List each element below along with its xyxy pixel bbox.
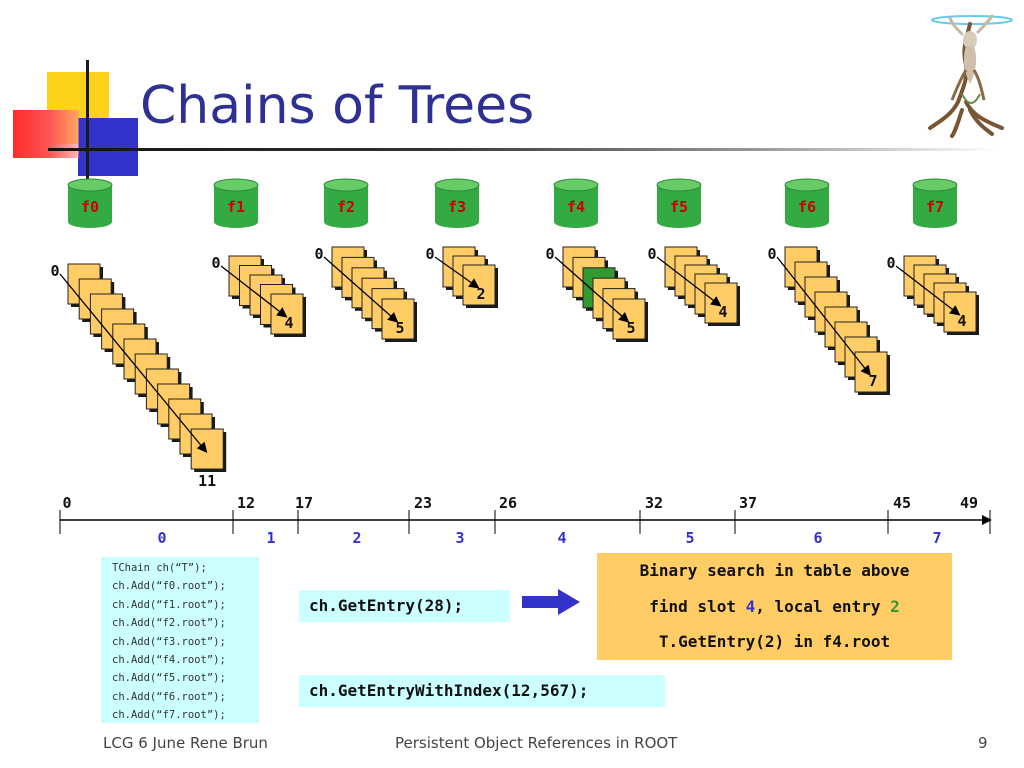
chain-arrow: [554, 256, 630, 323]
footer-author: LCG 6 June Rene Brun: [103, 734, 268, 752]
file-label: f3: [448, 198, 466, 216]
slot-label: 5: [685, 529, 694, 547]
boundary-label: 17: [295, 494, 313, 512]
last-entry-label: 4: [957, 312, 966, 330]
last-entry-label: 7: [868, 372, 877, 390]
file-f0: f0 0 11: [50, 178, 227, 490]
chain-arrow: [434, 256, 480, 289]
slot-label: 4: [557, 529, 566, 547]
file-cylinder-icon: f2: [323, 178, 369, 228]
code-line: ch.Add(“f2.root”);: [112, 617, 226, 630]
file-cylinder-icon: f6: [784, 178, 830, 228]
code-line: ch.Add(“f5.root”);: [112, 672, 226, 685]
boundary-label: 0: [62, 494, 71, 512]
file-label: f5: [670, 198, 688, 216]
code-line: ch.Add(“f6.root”);: [112, 690, 226, 703]
page-number: 9: [978, 734, 988, 752]
file-label: f2: [337, 198, 355, 216]
first-entry-label: 0: [767, 245, 776, 263]
boundary-label: 49: [960, 494, 978, 512]
boundary-label: 37: [739, 494, 757, 512]
result-slot: 4: [745, 596, 756, 616]
files-layer: f0 0 11 f1 0 4 f2 0 5 f3 0 2 f4 0 5 f5 0 4 f6 0 7 f7 0 4: [50, 178, 979, 490]
first-entry-label: 0: [211, 254, 220, 272]
result-line-1: Binary search in table above: [639, 561, 910, 580]
boundary-label: 32: [645, 494, 663, 512]
axis-arrow-icon: [982, 515, 992, 525]
title-underline: [48, 148, 998, 151]
title-decoration-vertical-line: [86, 60, 89, 180]
get-entry-call: ch.GetEntry(28);: [299, 590, 510, 622]
file-f7: f7 0 4: [886, 178, 979, 335]
file-f5: f5 0 4: [647, 178, 740, 326]
chain-arrow: [220, 265, 288, 318]
code-line: ch.Add(“f1.root”);: [112, 598, 226, 611]
tchain-code-box: TChain ch(“T”); ch.Add(“f0.root”); ch.Ad…: [101, 557, 259, 723]
code-line: TChain ch(“T”);: [112, 562, 207, 574]
file-cylinder-icon: f5: [656, 178, 702, 228]
first-entry-label: 0: [50, 262, 59, 280]
chain-arrow: [776, 256, 872, 377]
result-text: , local entry: [755, 596, 891, 616]
code-line: ch.Add(“f4.root”);: [112, 653, 226, 666]
get-entry-with-index-call: ch.GetEntryWithIndex(12,567);: [299, 675, 665, 707]
page: [190, 428, 224, 470]
last-entry-label: 11: [198, 472, 216, 490]
file-label: f6: [798, 198, 816, 216]
result-line-2: find slot 4, local entry 2: [597, 589, 952, 625]
file-f2: f2 0 5: [314, 178, 417, 342]
boundary-label: 23: [414, 494, 432, 512]
first-entry-label: 0: [647, 245, 656, 263]
binary-search-result-box: Binary search in table above find slot 4…: [597, 553, 952, 660]
slide-title: Chains of Trees: [140, 76, 535, 136]
file-cylinder-icon: f4: [553, 178, 599, 228]
slot-label: 1: [266, 529, 275, 547]
last-entry-label: 4: [718, 303, 727, 321]
file-f4: f4 0 5: [545, 178, 648, 342]
last-entry-label: 5: [626, 319, 635, 337]
file-cylinder-icon: f7: [912, 178, 958, 228]
file-label: f7: [926, 198, 944, 216]
result-local-entry: 2: [890, 596, 900, 616]
boundary-label: 26: [499, 494, 517, 512]
file-f3: f3 0 2: [425, 178, 498, 308]
root-tree-logo-icon: [928, 14, 1013, 138]
slot-label: 6: [813, 529, 822, 547]
file-cylinder-icon: f3: [434, 178, 480, 228]
code-line: ch.Add(“f3.root”);: [112, 635, 226, 648]
file-cylinder-icon: f1: [213, 178, 259, 228]
last-entry-label: 2: [476, 285, 485, 303]
chain-arrow: [656, 256, 722, 307]
right-arrow-icon: [522, 589, 580, 615]
file-f6: f6 0 7: [767, 178, 890, 395]
boundary-label: 45: [893, 494, 911, 512]
footer-title: Persistent Object References in ROOT: [395, 734, 678, 752]
slot-label: 0: [157, 529, 166, 547]
file-label: f4: [567, 198, 585, 216]
chain-arrow: [895, 265, 961, 316]
result-text: find slot: [649, 596, 746, 616]
file-f1: f1 0 4: [211, 178, 306, 337]
first-entry-label: 0: [314, 245, 323, 263]
file-label: f0: [81, 198, 99, 216]
last-entry-label: 4: [284, 314, 293, 332]
file-cylinder-icon: f0: [67, 178, 113, 228]
slot-label: 2: [352, 529, 361, 547]
boundary-label: 12: [237, 494, 255, 512]
result-line-3: T.GetEntry(2) in f4.root: [658, 632, 891, 652]
slot-label: 3: [455, 529, 464, 547]
file-label: f1: [227, 198, 245, 216]
first-entry-label: 0: [425, 245, 434, 263]
slot-label: 7: [932, 529, 941, 547]
chain-arrow: [59, 273, 208, 454]
first-entry-label: 0: [886, 254, 895, 272]
code-line: ch.Add(“f7.root”);: [112, 709, 226, 722]
last-entry-label: 5: [395, 319, 404, 337]
first-entry-label: 0: [545, 245, 554, 263]
code-line: ch.Add(“f0.root”);: [112, 580, 226, 593]
chain-arrow: [323, 256, 399, 323]
